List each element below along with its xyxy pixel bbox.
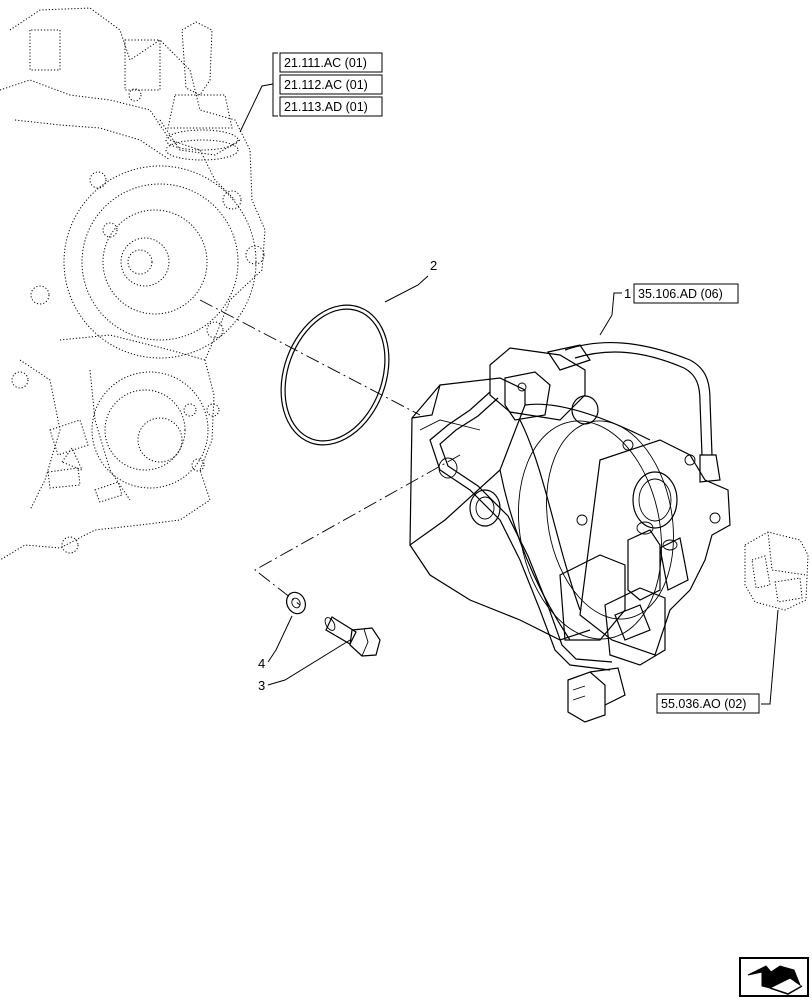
reference-box-55-036-ao[interactable] <box>656 693 760 714</box>
reference-label-21-112-ac[interactable]: 21.112.AC (01) <box>284 78 368 92</box>
assembly-centerline-upper <box>199 299 421 416</box>
reference-label-21-113-ad[interactable]: 21.113.AD (01) <box>284 100 368 114</box>
reference-label-55-036-ao[interactable]: 55.036.AO (02) <box>661 697 746 711</box>
callout-3[interactable]: 3 <box>258 678 265 693</box>
item-2-o-ring: 2 <box>280 258 437 446</box>
item-3-bolt: 3 <box>258 616 381 693</box>
reference-label-35-106-ad[interactable]: 35.106.AD (06) <box>638 287 723 301</box>
reference-box-21-113-ad[interactable] <box>279 96 383 117</box>
reference-box-21-112-ac[interactable] <box>279 74 383 95</box>
item-1-hydraulic-pump <box>409 341 731 723</box>
transmission-housing-phantom <box>0 7 266 561</box>
reference-box-21-111-ac[interactable] <box>279 52 383 73</box>
assembly-centerline-lower <box>254 454 461 606</box>
reference-group-connector: 55.036.AO (02) <box>656 609 779 714</box>
reference-group-pump: 1 35.106.AD (06) <box>599 283 739 336</box>
reference-box-35-106-ad[interactable] <box>633 283 739 304</box>
next-page-arrow-icon[interactable] <box>739 957 809 997</box>
reference-label-21-111-ac[interactable]: 21.111.AC (01) <box>284 56 367 70</box>
callout-1[interactable]: 1 <box>624 286 631 301</box>
callout-2[interactable]: 2 <box>430 258 437 273</box>
reference-group-top: 21.111.AC (01) 21.112.AC (01) 21.113.AD … <box>239 52 383 133</box>
callout-4[interactable]: 4 <box>258 656 265 671</box>
item-4-washer: 4 <box>258 591 306 671</box>
electrical-connector-phantom <box>744 531 809 611</box>
